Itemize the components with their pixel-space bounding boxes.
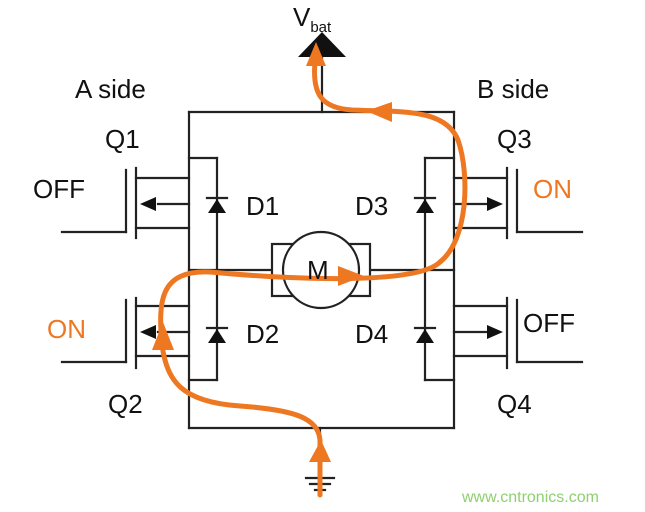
q3-state-on: ON [533, 174, 572, 204]
b-side-label: B side [477, 74, 549, 104]
diode-d3-symbol [413, 196, 437, 213]
q4-state-off: OFF [523, 308, 575, 338]
motor-symbol [270, 230, 372, 310]
q2-label: Q2 [108, 389, 143, 419]
current-flow-path [152, 42, 468, 498]
diode-d1-symbol [205, 196, 229, 213]
flow-arrow-4 [152, 322, 174, 350]
d3-label: D3 [355, 191, 388, 221]
d4-label: D4 [355, 319, 388, 349]
q1-label: Q1 [105, 124, 140, 154]
motor-label: M [307, 255, 329, 285]
vbat-terminal [298, 32, 346, 114]
q2-state-on: ON [47, 314, 86, 344]
diode-d2-symbol [205, 326, 229, 343]
d1-label: D1 [246, 191, 279, 221]
a-side-label: A side [75, 74, 146, 104]
q1-state-off: OFF [33, 174, 85, 204]
q3-label: Q3 [497, 124, 532, 154]
diode-d4-symbol [413, 326, 437, 343]
flow-arrow-5 [309, 440, 331, 462]
transistor-q4-symbol [452, 296, 584, 370]
vbat-label: Vbat [293, 2, 332, 36]
transistor-q1-symbol [60, 166, 191, 240]
vbat-subscript: bat [310, 19, 332, 36]
d2-label: D2 [246, 319, 279, 349]
q4-label: Q4 [497, 389, 532, 419]
flow-arrow-2 [366, 102, 392, 122]
watermark: www.cntronics.com [461, 489, 599, 506]
flow-arrow-1 [306, 42, 326, 66]
flow-arrow-3 [338, 266, 364, 286]
